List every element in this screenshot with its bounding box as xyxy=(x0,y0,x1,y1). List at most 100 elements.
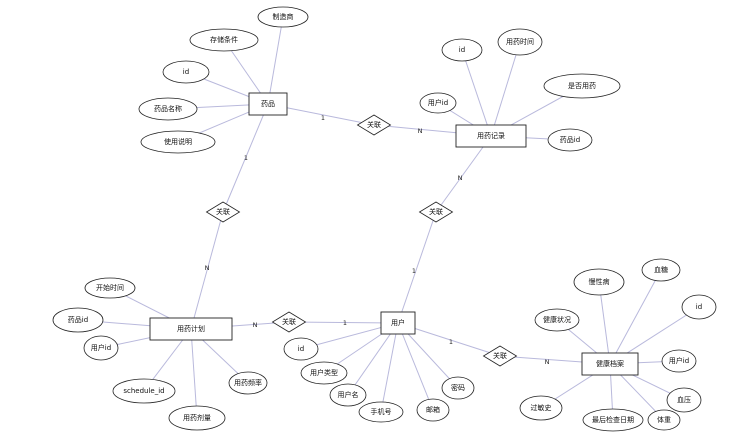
cardinality-plan_user_plan: N xyxy=(253,321,258,329)
attribute-label-a_drug_name: 药品名称 xyxy=(154,104,182,113)
connector-r_plan_user-user xyxy=(288,321,399,324)
attribute-ellipse-a_rec_time xyxy=(497,28,543,56)
connector-a_h_chronic xyxy=(598,281,611,365)
attribute-ellipse-a_drug_usage xyxy=(140,130,216,154)
attribute-ellipse-a_user_name xyxy=(329,383,367,407)
cardinality-drug_record_record: N xyxy=(418,127,423,135)
entity-label-record: 用药记录 xyxy=(477,131,505,140)
attribute-label-a_h_allergy: 过敏史 xyxy=(531,403,552,412)
attribute-ellipse-a_h_id xyxy=(681,294,717,320)
attribute-label-a_plan_freq: 用药频率 xyxy=(234,378,262,387)
attribute-ellipse-a_plan_start xyxy=(84,277,136,299)
connector-a_user_phone xyxy=(380,322,399,413)
connector-a_user_name xyxy=(347,322,399,396)
attribute-label-a_plan_userid: 用户id xyxy=(91,343,111,352)
relationship-diamond-r_plan_user xyxy=(271,311,307,333)
attribute-ellipse-a_plan_schedule xyxy=(112,378,176,404)
relationship-diamond-r_record_user xyxy=(418,201,454,223)
attribute-ellipse-a_h_sugar xyxy=(641,258,681,282)
attribute-label-a_user_phone: 手机号 xyxy=(371,407,392,416)
connector-drug-r_drug_plan xyxy=(222,103,269,213)
entity-box-health xyxy=(581,352,639,376)
attribute-ellipse-a_user_id xyxy=(283,337,319,361)
attribute-ellipse-a_plan_freq xyxy=(228,371,268,395)
cardinality-record_user_user: 1 xyxy=(412,267,416,275)
attribute-label-a_drug_usage: 使用说明 xyxy=(164,137,192,146)
cardinality-plan_user_user: 1 xyxy=(343,319,347,327)
cardinality-user_health_health: N xyxy=(545,358,550,366)
cardinality-user_health_user: 1 xyxy=(449,338,453,346)
connector-r_record_user-user xyxy=(397,211,437,324)
attribute-label-a_rec_id: id xyxy=(459,46,465,54)
connector-a_rec_id xyxy=(461,49,492,137)
attribute-ellipse-a_rec_taken xyxy=(543,73,621,99)
diagram-shapes: 制造商存储条件id药品名称使用说明id用药时间是否用药用户id药品id开始时间药… xyxy=(52,6,717,432)
attribute-ellipse-a_drug_name xyxy=(138,97,198,121)
attribute-label-a_user_name: 用户名 xyxy=(338,390,359,399)
attribute-label-a_h_pressure: 血压 xyxy=(677,395,691,404)
attribute-ellipse-a_drug_storage xyxy=(189,28,259,52)
attribute-ellipse-a_h_lastcheck xyxy=(582,408,644,432)
connector-a_h_sugar xyxy=(609,269,662,365)
cardinality-record_user_record: N xyxy=(458,174,463,182)
attribute-label-a_h_userid: 用户id xyxy=(669,356,689,365)
attribute-label-a_h_id: id xyxy=(696,303,702,311)
attribute-ellipse-a_h_chronic xyxy=(573,268,625,296)
attribute-label-a_plan_drugid: 药品id xyxy=(68,315,88,324)
attribute-label-a_rec_taken: 是否用药 xyxy=(568,81,596,90)
entity-label-plan: 用药计划 xyxy=(177,324,205,333)
relationship-label-r_drug_record: 关联 xyxy=(367,120,381,129)
attribute-label-a_h_sugar: 血糖 xyxy=(654,265,668,274)
connector-a_user_email xyxy=(397,322,434,411)
attribute-ellipse-a_h_pressure xyxy=(666,387,702,413)
attribute-label-a_h_status: 健康状况 xyxy=(543,315,571,324)
entity-box-plan xyxy=(149,317,233,341)
attribute-ellipse-a_h_userid xyxy=(661,349,697,373)
cardinality-drug_plan_plan: N xyxy=(205,264,210,272)
attribute-ellipse-a_user_phone xyxy=(358,401,404,423)
relationship-diamond-r_drug_record xyxy=(356,114,392,136)
cardinality-drug_plan_drug: 1 xyxy=(244,154,248,162)
attribute-label-a_rec_drugid: 药品id xyxy=(560,135,580,144)
entity-box-user xyxy=(380,311,416,335)
attribute-ellipse-a_rec_userid xyxy=(419,92,457,114)
attribute-ellipse-a_h_weight xyxy=(647,409,681,431)
attribute-label-a_plan_schedule: schedule_id xyxy=(123,387,164,395)
attribute-ellipse-a_h_status xyxy=(534,308,580,332)
attribute-label-a_user_type: 用户类型 xyxy=(310,368,338,377)
entity-label-health: 健康档案 xyxy=(596,359,624,368)
attribute-label-a_h_weight: 体重 xyxy=(657,415,671,424)
cardinality-drug_record_drug: 1 xyxy=(321,114,325,122)
attribute-label-a_drug_id: id xyxy=(183,68,189,76)
relationship-diamond-r_drug_plan xyxy=(205,201,241,223)
connector-a_plan_dose xyxy=(190,328,198,419)
attribute-label-a_plan_start: 开始时间 xyxy=(96,283,124,292)
attribute-ellipse-a_user_email xyxy=(416,398,450,422)
relationship-label-r_plan_user: 关联 xyxy=(282,317,296,326)
attribute-ellipse-a_user_pwd xyxy=(441,376,475,400)
attribute-label-a_rec_time: 用药时间 xyxy=(506,37,534,46)
attribute-ellipse-a_rec_id xyxy=(441,38,483,62)
attribute-ellipse-a_plan_drugid xyxy=(52,307,104,333)
entity-box-record xyxy=(455,124,527,148)
attribute-label-a_h_lastcheck: 最后检查日期 xyxy=(592,415,634,424)
entity-label-drug: 药品 xyxy=(261,99,275,108)
relationship-label-r_user_health: 关联 xyxy=(493,351,507,360)
attribute-ellipse-a_plan_dose xyxy=(168,405,226,431)
attribute-label-a_user_id: id xyxy=(298,345,304,353)
attribute-ellipse-a_user_type xyxy=(300,361,348,385)
attribute-label-a_user_pwd: 密码 xyxy=(451,383,465,392)
attribute-ellipse-a_drug_maker xyxy=(257,6,309,28)
relationship-label-r_drug_plan: 关联 xyxy=(216,207,230,216)
attribute-ellipse-a_drug_id xyxy=(162,60,210,84)
attribute-label-a_h_chronic: 慢性病 xyxy=(589,277,610,286)
attribute-label-a_drug_maker: 制造商 xyxy=(273,12,294,21)
attribute-ellipse-a_plan_userid xyxy=(83,335,119,361)
attribute-label-a_user_email: 邮箱 xyxy=(426,405,440,414)
relationship-label-r_record_user: 关联 xyxy=(429,207,443,216)
attribute-ellipse-a_h_allergy xyxy=(519,395,563,421)
attribute-ellipse-a_rec_drugid xyxy=(547,128,593,152)
attribute-label-a_drug_storage: 存储条件 xyxy=(210,35,238,44)
entity-label-user: 用户 xyxy=(391,318,405,327)
